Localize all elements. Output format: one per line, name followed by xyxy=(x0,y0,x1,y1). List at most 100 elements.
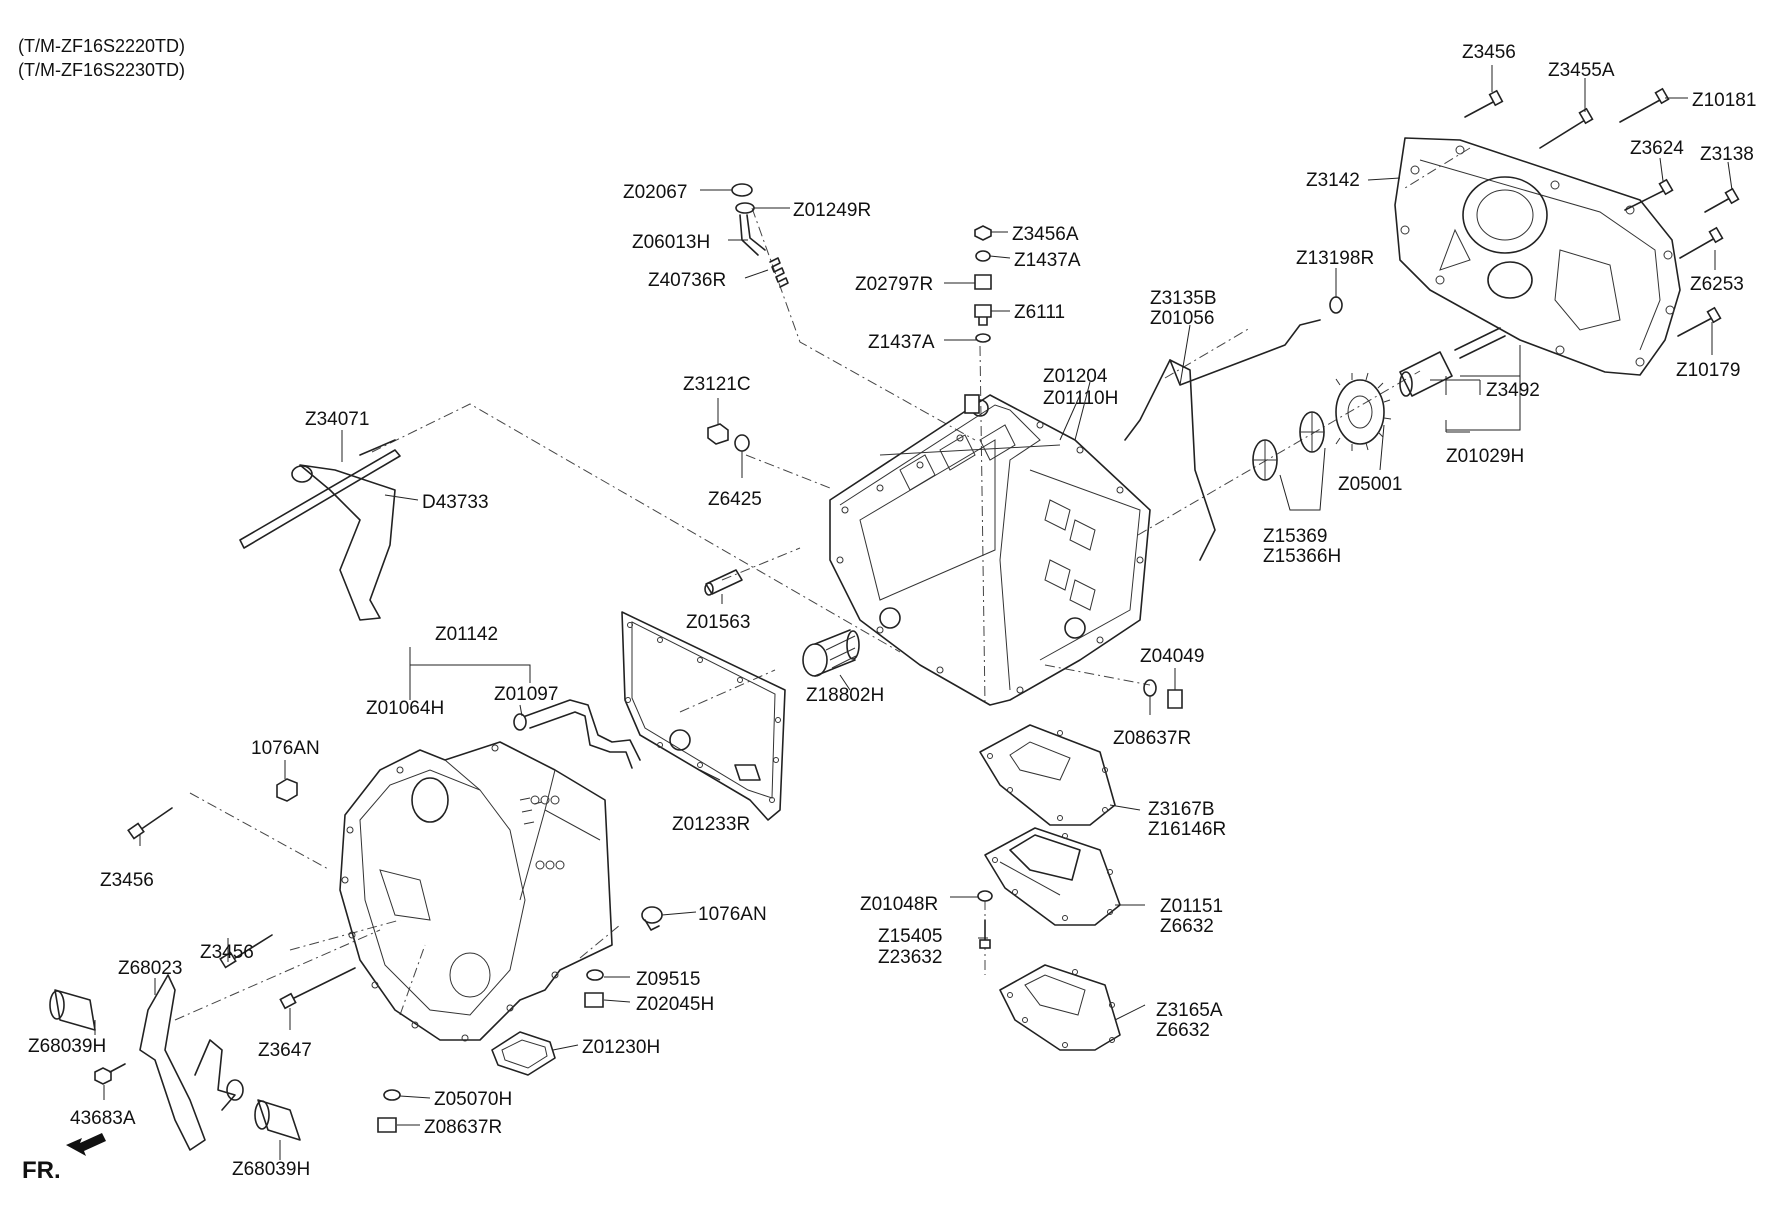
label-z01048r: Z01048R xyxy=(860,894,938,915)
fitting-z6111 xyxy=(974,304,992,326)
gasket-z3167b xyxy=(979,724,1116,826)
label-z01056: Z01056 xyxy=(1150,308,1214,329)
washer-z08637r-1 xyxy=(1143,679,1157,697)
washer-z1437a-2 xyxy=(975,333,991,343)
label-z3138: Z3138 xyxy=(1700,144,1754,165)
label-z3456-top: Z3456 xyxy=(1462,42,1516,63)
label-z01204: Z01204 xyxy=(1043,366,1108,387)
pin-z3492 xyxy=(1454,327,1506,359)
cover-z01151 xyxy=(984,827,1121,926)
label-z15369: Z15369 xyxy=(1263,526,1327,547)
washer-z01048r xyxy=(977,890,993,902)
washer-z1437a-1 xyxy=(975,250,991,262)
main-housing-z01204 xyxy=(829,394,1151,706)
label-z68023: Z68023 xyxy=(118,958,182,979)
label-z16146r: Z16146R xyxy=(1148,819,1226,840)
plug-1076an-2 xyxy=(641,906,663,931)
plug-z08637r-2 xyxy=(377,1117,397,1133)
label-z3167b: Z3167B xyxy=(1148,799,1215,820)
label-z05070h: Z05070H xyxy=(434,1089,512,1110)
bolt-z15405 xyxy=(979,919,991,949)
bolt-z3456-top xyxy=(1464,89,1504,118)
label-z10181: Z10181 xyxy=(1692,90,1756,111)
bolt-z6253 xyxy=(1679,226,1724,259)
plug-1076an-1 xyxy=(276,778,298,802)
label-z08637r-2: Z08637R xyxy=(424,1117,502,1138)
label-z3165a: Z3165A xyxy=(1156,1000,1223,1021)
cap-z02067 xyxy=(731,183,753,197)
label-z15405: Z15405 xyxy=(878,926,942,947)
spring-z40736r xyxy=(769,257,789,288)
plug-z3121c xyxy=(707,423,729,445)
bolt-z3456-low xyxy=(219,934,273,969)
label-z6632-2: Z6632 xyxy=(1156,1020,1210,1041)
leader-lines xyxy=(94,65,1733,1160)
label-z3647: Z3647 xyxy=(258,1040,312,1061)
label-z3456-low: Z3456 xyxy=(200,942,254,963)
bolt-z3647 xyxy=(279,967,356,1010)
label-z01110h: Z01110H xyxy=(1043,388,1118,409)
bolt-z3138 xyxy=(1704,187,1740,213)
gasket-z3165a xyxy=(999,964,1121,1051)
label-z68039h-1: Z68039H xyxy=(28,1036,106,1057)
label-z04049: Z04049 xyxy=(1140,646,1204,667)
label-z01097: Z01097 xyxy=(494,684,558,705)
bolt-z3455a xyxy=(1539,107,1594,149)
label-z02067: Z02067 xyxy=(623,182,687,203)
label-z68039h-2: Z68039H xyxy=(232,1159,310,1180)
label-z43733: D43733 xyxy=(422,492,489,513)
label-z02045h: Z02045H xyxy=(636,994,714,1015)
gear-z05001 xyxy=(1335,372,1392,451)
bolt-z3624 xyxy=(1624,178,1674,211)
part-labels: Z3456 Z3455A Z10181 Z3142 Z3624 Z3138 Z6… xyxy=(28,42,1756,1180)
label-z01029h: Z01029H xyxy=(1446,446,1524,467)
label-z01233r: Z01233R xyxy=(672,814,750,835)
clutch-housing-z01064h xyxy=(339,741,613,1042)
label-z3492: Z3492 xyxy=(1486,380,1540,401)
bearing-z15366h xyxy=(1252,439,1278,481)
oil-pipe-z3135b xyxy=(1124,296,1343,561)
bushing-z68039h-2 xyxy=(254,1099,301,1141)
label-z01064h: Z01064H xyxy=(366,698,444,719)
label-z40736r: Z40736R xyxy=(648,270,726,291)
label-z06013h: Z06013H xyxy=(632,232,710,253)
label-z09515: Z09515 xyxy=(636,969,700,990)
label-z08637r-1: Z08637R xyxy=(1113,728,1191,749)
rear-cover-z3142 xyxy=(1394,137,1681,376)
bolt-z10179 xyxy=(1677,306,1722,337)
label-z02797r: Z02797R xyxy=(855,274,933,295)
bearing-z15369 xyxy=(1299,411,1325,453)
label-z6632-1: Z6632 xyxy=(1160,916,1214,937)
seal-z01249r xyxy=(735,202,755,214)
label-z6253: Z6253 xyxy=(1690,274,1744,295)
front-marker: FR. xyxy=(22,1157,61,1184)
label-z1437a-2: Z1437A xyxy=(868,332,935,353)
plug-z02045h xyxy=(584,992,604,1008)
bushing-z01029h xyxy=(1399,351,1453,397)
label-z1437a-1: Z1437A xyxy=(1014,250,1081,271)
label-z01230h: Z01230H xyxy=(582,1037,660,1058)
label-z05001: Z05001 xyxy=(1338,474,1402,495)
label-z18802h: Z18802H xyxy=(806,685,884,706)
label-z3456a: Z3456A xyxy=(1012,224,1079,245)
bolt-z10181 xyxy=(1619,87,1670,123)
bolt-43683a xyxy=(94,1063,126,1085)
label-z01563: Z01563 xyxy=(686,612,750,633)
washer-z09515 xyxy=(586,969,604,981)
label-43683a: 43683A xyxy=(70,1108,136,1129)
label-z3142: Z3142 xyxy=(1306,170,1360,191)
shift-fork-z34071 xyxy=(239,439,401,621)
gasket-z01233r xyxy=(621,611,786,821)
gasket-z01230h xyxy=(491,1031,556,1076)
model-line-1: (T/M-ZF16S2220TD) xyxy=(18,36,185,56)
plug-z04049 xyxy=(1167,689,1183,709)
hose-z01097 xyxy=(513,699,641,769)
label-z01249r: Z01249R xyxy=(793,200,871,221)
bolt-z3456-mid xyxy=(127,807,173,840)
label-z01151: Z01151 xyxy=(1160,896,1223,917)
label-z3135b: Z3135B xyxy=(1150,288,1217,309)
label-z3121c: Z3121C xyxy=(683,374,751,395)
label-z23632: Z23632 xyxy=(878,947,942,968)
label-z6425: Z6425 xyxy=(708,489,762,510)
